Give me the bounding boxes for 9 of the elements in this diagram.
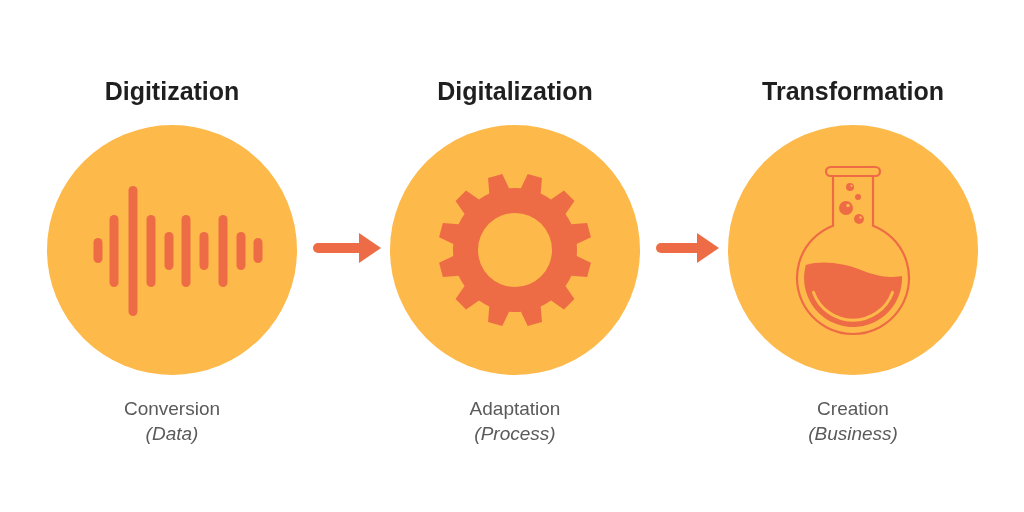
stage-title: Transformation: [762, 76, 944, 106]
stage-sublabel: (Data): [145, 422, 199, 446]
stage-sublabel: (Process): [474, 422, 556, 446]
stage-label: Creation: [817, 397, 889, 421]
stage-title: Digitization: [104, 76, 240, 106]
stage-sublabel: (Business): [808, 422, 898, 446]
stage-label: Conversion: [123, 397, 221, 421]
stage-label: Adaptation: [469, 397, 561, 421]
stage-title: Digitalization: [437, 76, 593, 106]
